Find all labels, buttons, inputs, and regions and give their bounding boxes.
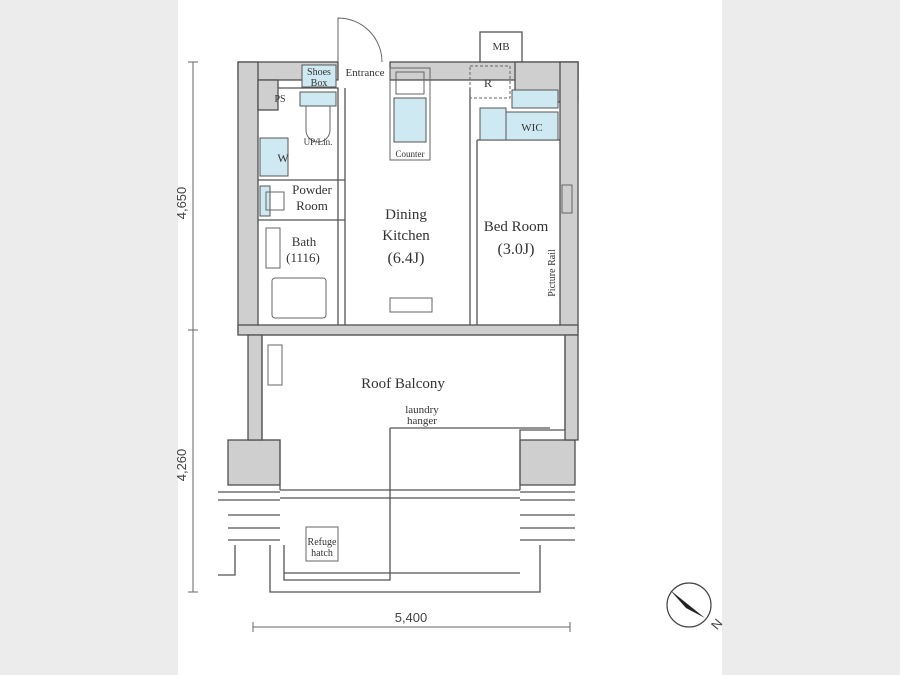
wic-side: [479, 107, 507, 141]
stove-icon: [395, 71, 425, 95]
washer-label: W: [277, 151, 289, 165]
entrance-door[interactable]: [337, 17, 383, 63]
ps-label: PS: [274, 94, 285, 105]
shoes-box-label: Shoes: [307, 67, 331, 78]
refrigerator-space: [469, 65, 511, 99]
north-compass-icon: N: [666, 582, 726, 633]
vent-box: [267, 344, 283, 386]
bath-size-label: (1116): [286, 250, 320, 265]
bath-label: Bath: [292, 234, 317, 249]
kitchen-counter: [389, 67, 431, 161]
bed-room-size: (3.0J): [498, 241, 535, 258]
dining-kitchen-size: (6.4J): [388, 250, 425, 267]
powder-room-label: Powder: [292, 182, 332, 197]
laundry-hanger-label: laundry: [405, 404, 439, 416]
compass-north-label: N: [708, 616, 726, 633]
refuge-hatch-label: hatch: [311, 548, 333, 559]
bed-room-label: Bed Room: [484, 219, 549, 235]
refuge-hatch-label: Refuge: [308, 537, 337, 548]
picture-rail-label: Picture Rail: [547, 249, 558, 297]
walls: [227, 61, 579, 486]
laundry-hanger-label: hanger: [407, 415, 437, 427]
powder-room-label: Room: [296, 198, 328, 213]
kitchen-sink: [393, 97, 427, 143]
dining-kitchen-label: Kitchen: [382, 228, 430, 244]
dimension-lines: [188, 61, 571, 632]
bath-counter: [265, 227, 281, 269]
vanity: [259, 185, 271, 217]
bathtub: [271, 277, 327, 319]
counter-label: Counter: [396, 149, 425, 159]
shoes-box: [301, 64, 337, 88]
floor-plan-sheet: [178, 0, 722, 675]
shoes-box-label: Box: [311, 78, 328, 89]
up-lin-label: UP/Lin.: [304, 137, 333, 147]
entrance-label: Entrance: [345, 67, 384, 79]
refrigerator-label: R: [484, 76, 492, 90]
wic-shelf: [511, 89, 559, 109]
dimension-width: 5,400: [395, 610, 428, 625]
toilet-icon: [305, 106, 331, 143]
sink-icon: [265, 191, 285, 211]
washer-space: [259, 137, 289, 177]
mb-label: MB: [492, 41, 509, 53]
toilet-tank: [299, 91, 337, 107]
dining-kitchen-label: Dining: [385, 207, 427, 223]
dimension-upper-depth: 4,650: [174, 187, 189, 220]
roof-balcony-label: Roof Balcony: [361, 376, 445, 392]
bedroom-window[interactable]: [561, 184, 573, 214]
wic[interactable]: [505, 111, 559, 141]
dimension-lower-depth: 4,260: [174, 449, 189, 482]
wic-label: WIC: [521, 122, 542, 134]
floor-heater-icon: [389, 297, 433, 313]
refuge-hatch[interactable]: [305, 526, 339, 562]
mb-box: [479, 31, 523, 63]
